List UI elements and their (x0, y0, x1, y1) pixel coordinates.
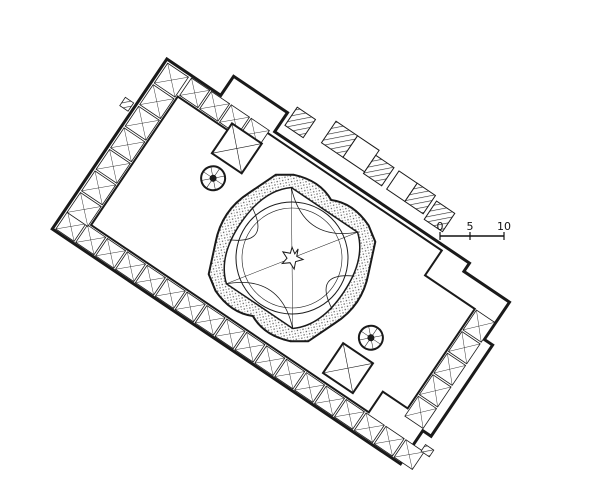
portico-bays (55, 62, 496, 470)
bay-vault-line (110, 141, 145, 148)
bay-vault-line (81, 184, 116, 192)
bay-vault-line (294, 384, 325, 391)
step-fragment (420, 443, 435, 458)
foundation-blocks (284, 106, 456, 233)
scale-bar: 0 5 10 (437, 220, 511, 240)
scale-label-0: 0 (437, 220, 444, 233)
bay-vault-line (448, 343, 481, 352)
bay-vault-line (75, 237, 106, 243)
corner-chamber-se (321, 341, 375, 395)
bay-vault-line (234, 344, 265, 350)
bay-vault-line (254, 357, 285, 364)
scale-label-5: 5 (467, 220, 474, 233)
bay-vault-line (419, 386, 452, 395)
bay-vault-line (95, 250, 126, 257)
building-plan (50, 56, 512, 470)
bay-vault-line (433, 365, 466, 374)
bay-vault-line (67, 206, 102, 213)
bay-vault-line (115, 263, 146, 270)
spiral-stair-se (357, 324, 384, 351)
corner-chamber-nw (210, 122, 264, 175)
bay-vault-line (199, 103, 230, 110)
central-hall (207, 173, 377, 343)
bay-vault-line (154, 76, 189, 84)
bay-vault-line (125, 120, 160, 127)
step-fragment (119, 96, 135, 112)
bay-vault-line (195, 317, 226, 324)
bay-vault-line (394, 451, 425, 458)
bay-vault-line (214, 331, 246, 337)
scale-label-10: 10 (497, 220, 511, 233)
bay-vault-line (354, 424, 385, 431)
bay-vault-line (219, 116, 250, 123)
bay-vault-line (374, 438, 405, 444)
bay-vault-line (135, 277, 166, 283)
bay-vault-line (179, 90, 210, 96)
bay-vault-line (139, 98, 174, 105)
bay-vault-line (314, 398, 345, 404)
bay-vault-line (96, 163, 131, 170)
bay-vault-line (334, 411, 365, 418)
bay-vault-line (274, 371, 305, 377)
spiral-stair-nw (200, 165, 227, 192)
bay-vault-line (404, 408, 437, 417)
bay-vault-line (175, 304, 206, 310)
bay-vault-line (155, 290, 186, 297)
bay-vault-line (462, 322, 495, 331)
center-star (281, 245, 305, 271)
bay-vault-line (55, 223, 86, 230)
